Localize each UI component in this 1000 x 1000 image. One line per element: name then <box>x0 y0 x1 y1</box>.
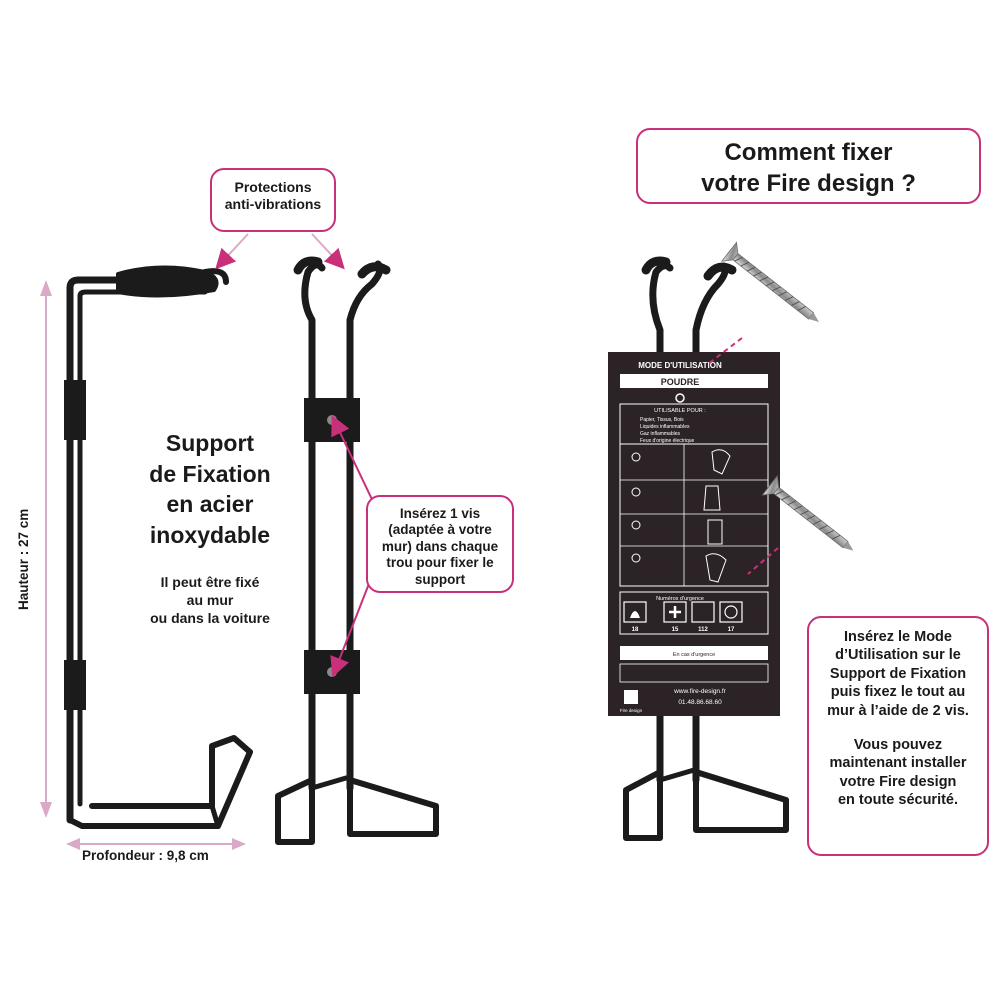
install-line-5: mur à l’aide de 2 vis. <box>827 702 969 719</box>
callout-screw-line-5: support <box>414 571 466 587</box>
screw-bottom-icon <box>761 475 854 551</box>
card-use-2: Liquides inflammables <box>640 424 690 430</box>
card-emergency-18: 18 <box>632 627 639 633</box>
install-line-2: d’Utilisation sur le <box>835 647 961 664</box>
support-note-line-1: Il peut être fixé <box>160 574 260 590</box>
card-website: www.fire-design.fr <box>673 688 726 695</box>
instruction-card: MODE D'UTILISATION POUDRE UTILISABLE POU… <box>608 352 780 716</box>
support-heading-line-3: en acier <box>166 491 254 518</box>
card-use-4: Feux d'origine électrique <box>640 438 695 444</box>
protection-arrow-left <box>215 233 249 270</box>
support-note: Il peut être fixé au mur ou dans la voit… <box>105 573 315 628</box>
callout-screw-line-2: (adaptée à votre <box>388 522 492 538</box>
install-line-4: puis fixez le tout au <box>830 684 966 701</box>
support-note-line-2: au mur <box>186 592 234 609</box>
screw-path-top <box>707 337 743 365</box>
install-line-6: Vous pouvez <box>853 737 943 754</box>
card-type: POUDRE <box>661 377 700 387</box>
support-heading-line-2: de Fixation <box>149 460 271 487</box>
support-note-line-3: ou dans la voiture <box>150 610 270 627</box>
callout-protections-line-1: Protections <box>234 179 312 195</box>
card-phone: 01.48.86.68.60 <box>678 699 722 706</box>
card-header: MODE D'UTILISATION <box>638 361 722 370</box>
screw-path-bottom <box>747 547 779 575</box>
callout-screw-line-3: mur) dans chaque <box>381 538 499 554</box>
install-line-8: votre Fire design <box>839 773 957 790</box>
card-brand: Fire design <box>620 708 643 713</box>
card-emergency-112: 112 <box>698 627 708 633</box>
callout-install: Insérez le Mode d’Utilisation sur le Sup… <box>807 616 989 856</box>
support-heading-line-1: Support <box>165 430 255 456</box>
depth-label: Profondeur : 9,8 cm <box>82 848 209 863</box>
card-emergency-title: Numéros d'urgence <box>656 596 704 602</box>
install-line-7: maintenant installer <box>829 755 967 772</box>
card-emergency-15: 15 <box>672 627 679 633</box>
callout-screw-line-1: Insérez 1 vis <box>399 506 481 521</box>
install-line-1: Insérez le Mode <box>844 629 952 645</box>
card-emergency-17: 17 <box>728 627 735 633</box>
card-use-for: UTILISABLE POUR : <box>654 408 706 414</box>
callout-protections-line-2: anti-vibrations <box>224 196 322 213</box>
card-emergency-case: En cas d'urgence <box>673 652 715 658</box>
install-line-9: en toute sécurité. <box>837 792 959 809</box>
title-line-1: Comment fixer <box>724 139 893 166</box>
title-line-2: votre Fire design ? <box>701 170 916 198</box>
callout-protections: Protections anti-vibrations <box>210 168 336 232</box>
screw-top-icon <box>720 241 819 323</box>
hole-arrow-bottom <box>330 575 373 678</box>
card-use-3: Gaz inflammables <box>640 431 681 437</box>
height-dimension-arrow <box>40 280 52 818</box>
support-heading: Support de Fixation en acier inoxydable <box>105 428 315 550</box>
callout-screw-line-4: trou pour fixer le <box>386 555 494 571</box>
support-heading-line-4: inoxydable <box>149 521 271 548</box>
depth-dimension-arrow <box>66 838 246 850</box>
bracket-with-card <box>623 256 789 841</box>
bracket-side-view <box>64 265 253 829</box>
callout-title: Comment fixer votre Fire design ? <box>636 128 981 204</box>
protection-arrow-right <box>311 233 345 270</box>
height-label: Hauteur : 27 cm <box>16 508 31 610</box>
callout-screw-holes: Insérez 1 vis (adaptée à votre mur) dans… <box>366 495 514 593</box>
install-line-3: Support de Fixation <box>829 665 967 682</box>
card-use-1: Papier, Tissus, Bois <box>640 417 684 423</box>
